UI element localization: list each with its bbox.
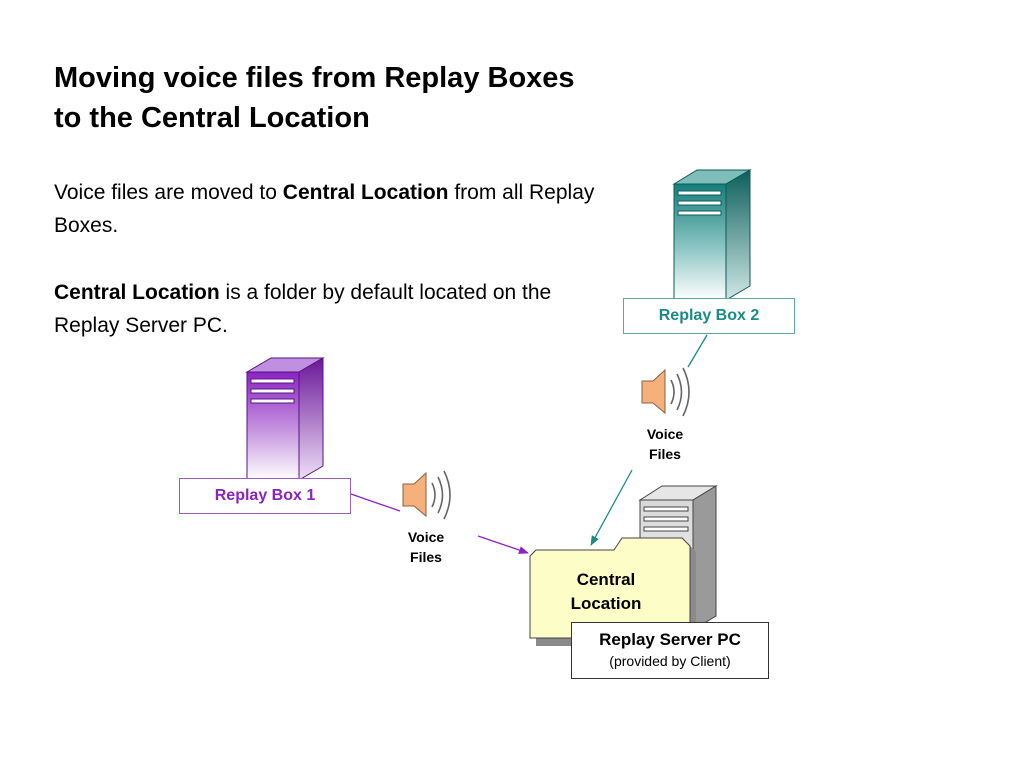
flow-arrow bbox=[590, 469, 633, 546]
connector-line bbox=[687, 334, 708, 368]
title-line-1: Moving voice files from Replay Boxes bbox=[54, 62, 575, 94]
replay-server-title: Replay Server PC bbox=[599, 630, 741, 649]
folder-icon bbox=[529, 537, 696, 646]
p1-text-end: from all Replay Boxes. bbox=[54, 181, 595, 237]
replay-server-subtitle: (provided by Client) bbox=[609, 653, 731, 669]
voice-files-2-line1: Voice bbox=[646, 426, 684, 442]
paragraph-2: Central Location is a folder by default … bbox=[54, 276, 614, 342]
paragraph-1: Voice files are moved to Central Locatio… bbox=[54, 176, 614, 242]
voice-files-1-line2: Files bbox=[410, 549, 442, 565]
server-tower-icon bbox=[672, 169, 752, 301]
p2-text: is a folder by default located on the Re… bbox=[54, 281, 552, 337]
central-location-line2: Location bbox=[570, 594, 642, 613]
replay-server-label: Replay Server PC (provided by Client) bbox=[571, 622, 769, 679]
p1-bold: Central Location bbox=[282, 181, 449, 204]
replay-box-2-label: Replay Box 2 bbox=[623, 298, 795, 334]
central-location-label: Central Location bbox=[540, 568, 672, 616]
connector-line bbox=[350, 493, 401, 512]
voice-files-label-1: Voice Files bbox=[386, 527, 466, 567]
voice-files-2-line2: Files bbox=[649, 446, 681, 462]
central-location-line1: Central bbox=[576, 570, 636, 589]
replay-box-1-label: Replay Box 1 bbox=[179, 478, 351, 514]
p1-text: Voice files are moved to bbox=[54, 181, 283, 204]
slide-title: Moving voice files from Replay Boxes to … bbox=[54, 58, 814, 138]
description: Voice files are moved to Central Locatio… bbox=[54, 176, 614, 342]
p2-bold: Central Location bbox=[54, 281, 220, 304]
title-line-2: to the Central Location bbox=[54, 102, 370, 134]
flow-arrow bbox=[477, 535, 529, 554]
speaker-icon bbox=[402, 470, 451, 520]
server-tower-icon bbox=[245, 357, 325, 481]
voice-files-label-2: Voice Files bbox=[625, 424, 705, 464]
voice-files-1-line1: Voice bbox=[407, 529, 445, 545]
speaker-icon bbox=[641, 367, 690, 417]
